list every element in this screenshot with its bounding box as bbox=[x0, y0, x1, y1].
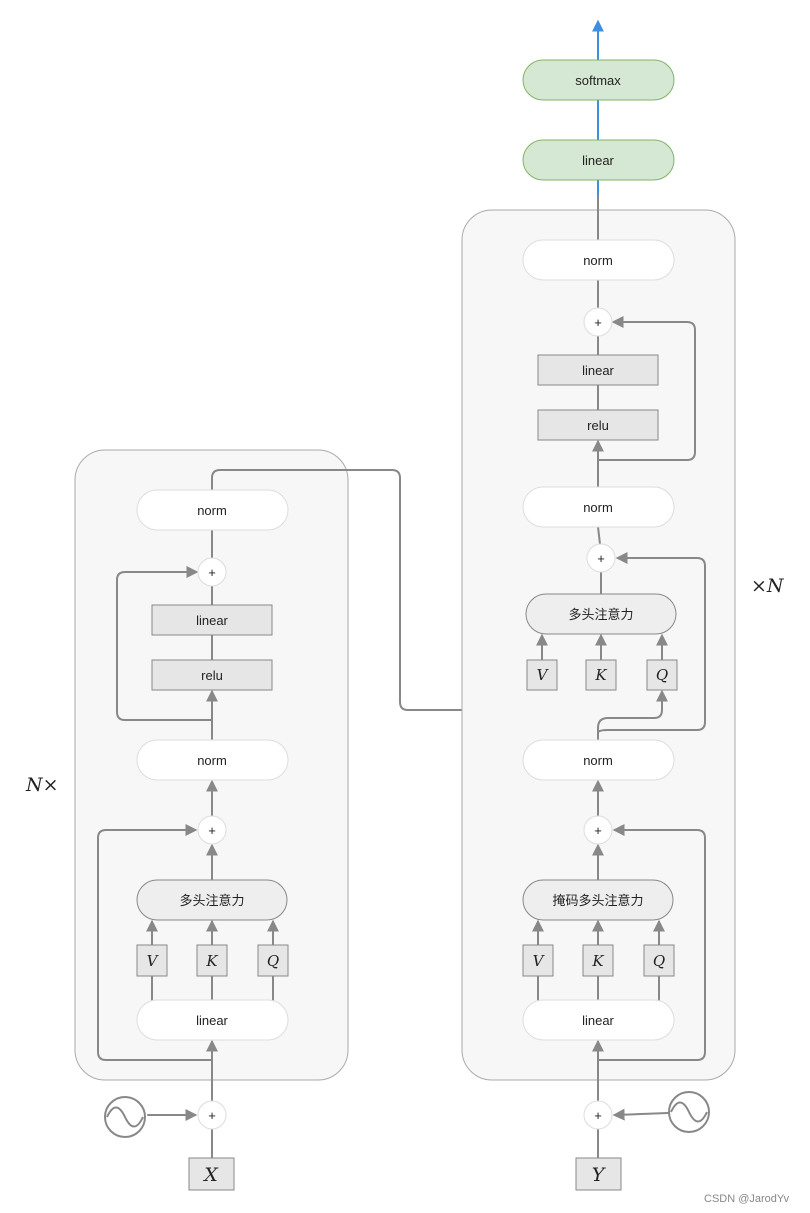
sine-wave-icon bbox=[104, 1096, 146, 1138]
encoder-connections bbox=[97, 469, 606, 1159]
decoder-cross-q-box bbox=[646, 659, 678, 691]
encoder-add-top-node bbox=[197, 557, 227, 587]
output-softmax-box bbox=[522, 59, 675, 101]
decoder-ffn-linear-label: linear bbox=[582, 363, 614, 378]
encoder-linear-label: linear bbox=[196, 1013, 228, 1028]
decoder-add-input-label: + bbox=[594, 1108, 602, 1123]
encoder-norm-bottom-label: norm bbox=[197, 753, 227, 768]
decoder-repeat-label: ×N bbox=[751, 575, 785, 597]
encoder-norm-bottom-box bbox=[136, 739, 289, 781]
residual-ffn-arrow bbox=[116, 566, 213, 721]
sine-wave-icon bbox=[668, 1091, 710, 1133]
output-softmax-label: softmax bbox=[575, 73, 621, 88]
decoder-norm-mid-label: norm bbox=[583, 500, 613, 515]
encoder-add-bottom-label: + bbox=[208, 823, 216, 838]
encoder-repeat-label: N× bbox=[25, 774, 59, 796]
decoder-norm-mid-box bbox=[522, 486, 675, 528]
residual-attention-arrow bbox=[97, 824, 213, 1061]
decoder-add-bottom-label: + bbox=[594, 823, 602, 838]
encoder-q-box bbox=[257, 944, 289, 977]
decoder-add-bottom-node bbox=[583, 815, 613, 845]
encoder-norm-top-box bbox=[136, 489, 289, 531]
decoder-cross-attention-label: 多头注意力 bbox=[568, 607, 633, 622]
encoder-linear-box bbox=[136, 999, 289, 1041]
decoder-linear-box bbox=[522, 999, 675, 1041]
decoder-cross-v-box bbox=[526, 659, 558, 691]
decoder-v-box bbox=[522, 944, 554, 977]
decoder-cross-q-label: Q bbox=[656, 666, 668, 684]
decoder-v-label: V bbox=[533, 952, 546, 970]
decoder-input-box bbox=[575, 1157, 622, 1191]
encoder-ffn-linear-box bbox=[151, 604, 273, 636]
decoder-input-label: Y bbox=[592, 1164, 607, 1186]
encoder-v-label: V bbox=[147, 952, 160, 970]
encoder: norm + linear relu norm + 多头注意力 V K Q li… bbox=[25, 449, 606, 1191]
encoder-k-box bbox=[196, 944, 228, 977]
encoder-norm-top-label: norm bbox=[197, 503, 227, 518]
decoder-ffn-relu-label: relu bbox=[587, 418, 609, 433]
decoder-norm-top-box bbox=[522, 239, 675, 281]
encoder-ffn-linear-label: linear bbox=[196, 613, 228, 628]
decoder-cross-k-label: K bbox=[594, 666, 607, 684]
decoder-cross-k-box bbox=[585, 659, 617, 691]
encoder-input-box bbox=[188, 1157, 235, 1191]
residual-ffn-arrow bbox=[597, 316, 696, 461]
decoder-connections bbox=[532, 179, 706, 1159]
decoder-k-box bbox=[582, 944, 614, 977]
encoder-add-bottom-node bbox=[197, 815, 227, 845]
decoder-norm-bottom-label: norm bbox=[583, 753, 613, 768]
decoder-add-input-node bbox=[583, 1100, 613, 1130]
decoder-cross-attention-box bbox=[525, 593, 677, 635]
encoder-add-input-node bbox=[197, 1100, 227, 1130]
encoder-ffn-relu-box bbox=[151, 659, 273, 691]
add-to-norm bbox=[597, 526, 601, 545]
decoder-q-label: Q bbox=[653, 952, 665, 970]
decoder-add-top-label: + bbox=[594, 315, 602, 330]
encoder-attention-box bbox=[136, 879, 288, 921]
residual-masked-attention-arrow bbox=[597, 824, 706, 1061]
decoder-masked-attention-label: 掩码多头注意力 bbox=[552, 893, 643, 908]
watermark: CSDN @JarodYv bbox=[704, 1193, 790, 1205]
decoder-k-label: K bbox=[591, 952, 604, 970]
residual-cross-attention-arrow bbox=[597, 552, 706, 733]
output-linear-label: linear bbox=[582, 153, 614, 168]
decoder-ffn-linear-box bbox=[537, 354, 659, 386]
output-linear-box bbox=[522, 139, 675, 181]
decoder-masked-attention-box bbox=[522, 879, 674, 921]
decoder-q-box bbox=[643, 944, 675, 977]
encoder-q-label: Q bbox=[267, 952, 279, 970]
decoder-add-mid-label: + bbox=[597, 551, 605, 566]
encoder-k-label: K bbox=[205, 952, 218, 970]
encoder-add-input-label: + bbox=[208, 1108, 216, 1123]
decoder-linear-label: linear bbox=[582, 1013, 614, 1028]
norm-to-q-arrow bbox=[597, 689, 668, 741]
output-head: linear softmax bbox=[522, 19, 675, 195]
decoder: norm + linear relu norm + 多头注意力 V K Q no… bbox=[461, 179, 785, 1191]
pe-to-add-arrow bbox=[612, 1108, 669, 1121]
decoder-ffn-relu-box bbox=[537, 409, 659, 441]
encoder-add-top-label: + bbox=[208, 565, 216, 580]
encoder-ffn-relu-label: relu bbox=[201, 668, 223, 683]
decoder-norm-bottom-box bbox=[522, 739, 675, 781]
decoder-add-mid-node bbox=[586, 543, 616, 573]
encoder-v-box bbox=[136, 944, 168, 977]
decoder-norm-top-label: norm bbox=[583, 253, 613, 268]
decoder-add-top-node bbox=[583, 307, 613, 337]
encoder-attention-label: 多头注意力 bbox=[179, 893, 244, 908]
decoder-cross-v-label: V bbox=[537, 666, 550, 684]
encoder-input-label: X bbox=[202, 1164, 219, 1186]
